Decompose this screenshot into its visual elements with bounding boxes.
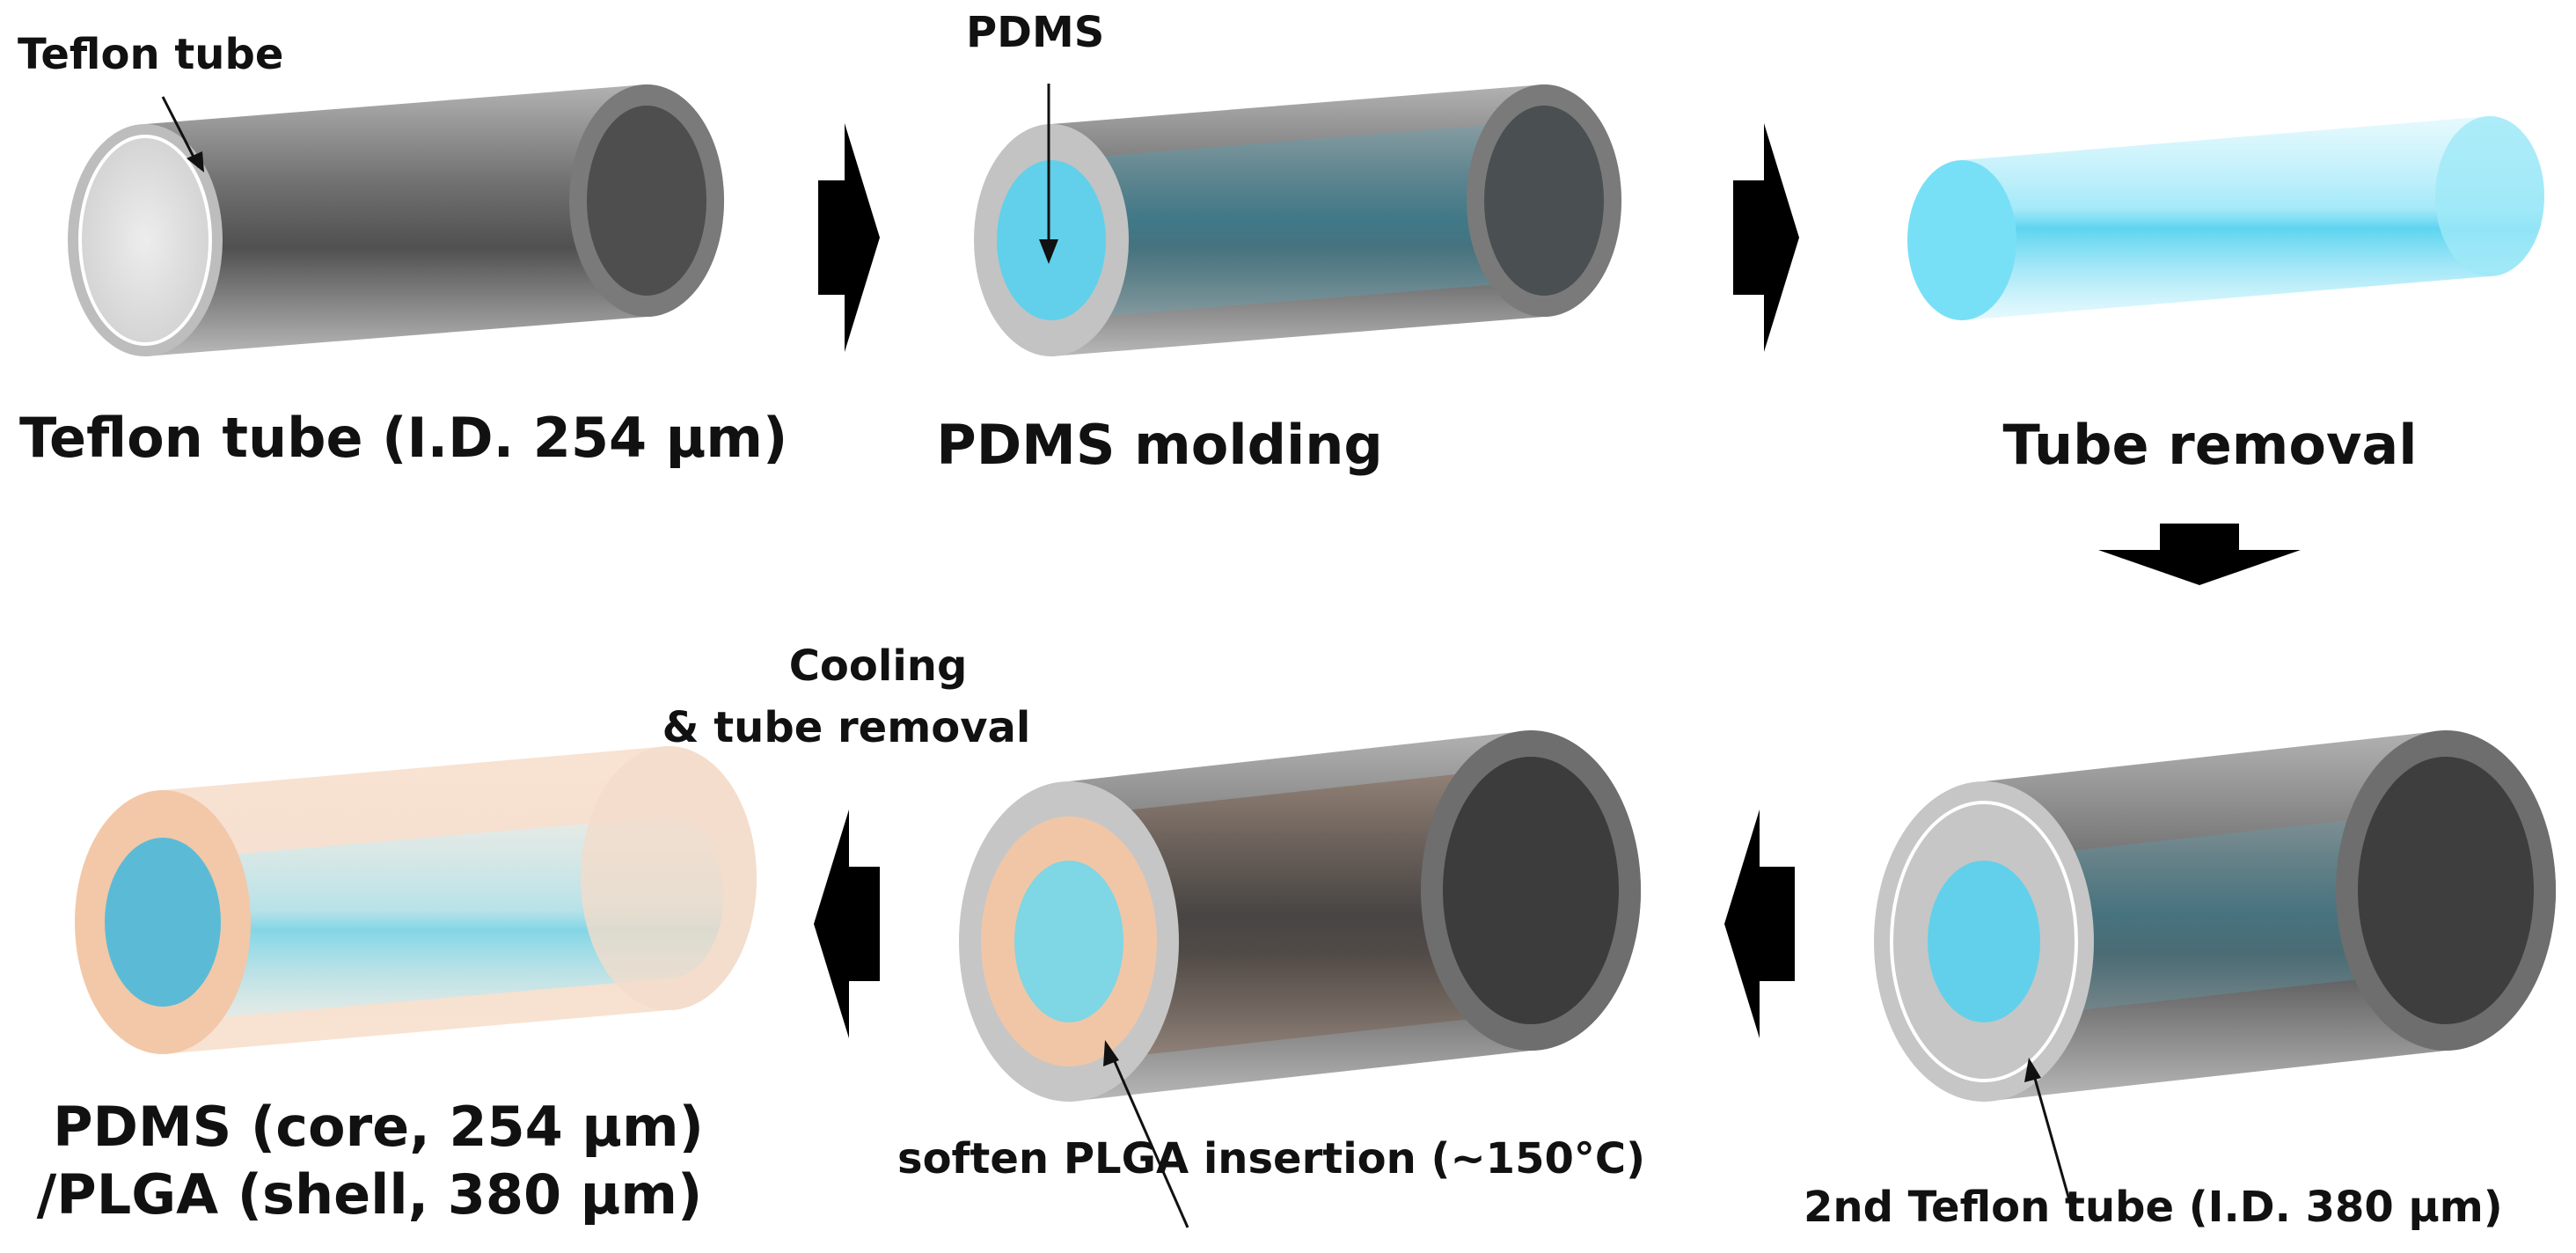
leader-arrowheads <box>187 151 2041 1082</box>
second-teflon-caption: 2nd Teflon tube (I.D. 380 μm) <box>1804 1183 2503 1232</box>
pdms-callout: PDMS <box>966 8 1105 57</box>
pdms-molding-cylinder <box>974 84 1621 356</box>
leader-second-teflon <box>2031 1068 2076 1220</box>
teflon-tube-cylinder <box>68 84 724 356</box>
teflon-tube-callout: Teflon tube <box>18 30 284 79</box>
pdms-plga-fiber-cylinder <box>75 746 757 1054</box>
plga-insertion-caption: soften PLGA insertion (~150°C) <box>897 1134 1646 1183</box>
arrow-left-1 <box>1724 810 1795 1038</box>
pdms-fiber-cylinder <box>1907 116 2544 320</box>
arrow-left-2 <box>814 810 880 1038</box>
cooling-caption-line2: & tube removal <box>662 703 1031 752</box>
arrowhead-teflon-tube <box>187 151 204 172</box>
arrowhead-plga <box>1103 1040 1119 1066</box>
teflon-tube-caption: Teflon tube (I.D. 254 μm) <box>19 406 788 470</box>
tube-removal-caption: Tube removal <box>2002 413 2418 477</box>
second-teflon-tube-cylinder <box>1874 730 2556 1102</box>
leader-lines <box>161 84 2076 1228</box>
plga-insertion-cylinder <box>959 730 1641 1102</box>
cooling-caption-line1: Cooling <box>788 641 968 691</box>
arrowhead-pdms <box>1039 239 1058 264</box>
final-caption-line2: /PLGA (shell, 380 μm) <box>36 1162 703 1227</box>
pdms-molding-caption: PDMS molding <box>936 413 1383 477</box>
arrow-right-2 <box>1733 123 1799 352</box>
leader-teflon-tube <box>161 96 201 168</box>
arrowhead-second-teflon <box>2024 1058 2041 1082</box>
arrow-right-1 <box>818 123 880 352</box>
leader-plga <box>1109 1051 1189 1228</box>
arrow-down <box>2098 524 2301 585</box>
final-caption-line1: PDMS (core, 254 μm) <box>53 1095 704 1159</box>
